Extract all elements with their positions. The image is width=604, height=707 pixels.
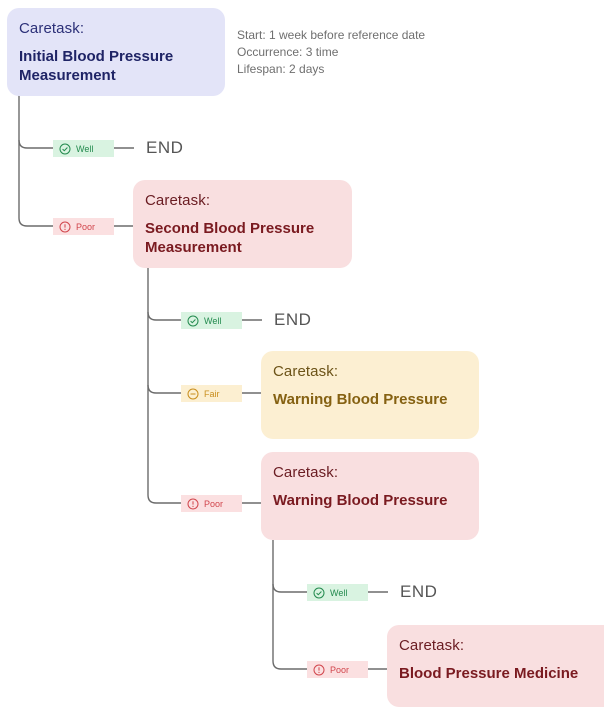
lifespan-info: Lifespan: 2 days <box>237 62 325 76</box>
check-circle-icon <box>187 315 199 326</box>
caretask-initial-meta: Start: 1 week before reference date Occu… <box>237 27 425 78</box>
outcome-badge-poor[interactable]: Poor <box>181 495 242 512</box>
caretask-label: Caretask: <box>19 20 85 37</box>
end-label: END <box>274 310 312 329</box>
start-info: Start: 1 week before reference date <box>237 28 426 42</box>
end-label: END <box>146 138 184 157</box>
caretask-title: Second Blood Pressure Measurement <box>145 220 315 256</box>
end-label: END <box>400 582 438 601</box>
alert-circle-icon <box>187 498 199 509</box>
caretask-warning-poor-card[interactable]: Caretask: Warning Blood Pressure <box>261 452 479 540</box>
caretask-label: Caretask: <box>273 464 339 481</box>
occurrence-info: Occurrence: 3 time <box>237 45 339 59</box>
caretask-label: Caretask: <box>273 363 339 380</box>
caretask-medicine-card[interactable]: Caretask: Blood Pressure Medicine <box>387 625 604 707</box>
alert-circle-icon <box>59 221 71 232</box>
caretask-title: Initial Blood Pressure Measurement <box>19 48 174 84</box>
minus-circle-icon <box>187 388 199 399</box>
badge-label: Well <box>76 143 94 154</box>
caretask-label: Caretask: <box>399 637 465 654</box>
caretask-title: Warning Blood Pressure <box>273 492 448 509</box>
outcome-badge-fair[interactable]: Fair <box>181 385 242 402</box>
caretask-label: Caretask: <box>145 192 211 209</box>
outcome-badge-well[interactable]: Well <box>181 312 242 329</box>
badge-label: Well <box>330 587 348 598</box>
badge-label: Fair <box>204 388 220 399</box>
outcome-badge-poor[interactable]: Poor <box>53 218 114 235</box>
outcome-badge-poor[interactable]: Poor <box>307 661 368 678</box>
outcome-badge-well[interactable]: Well <box>307 584 368 601</box>
badge-label: Well <box>204 315 222 326</box>
caretask-second-card[interactable]: Caretask: Second Blood Pressure Measurem… <box>133 180 352 268</box>
caretask-warning-fair-card[interactable]: Caretask: Warning Blood Pressure <box>261 351 479 439</box>
caretask-initial-card[interactable]: Caretask: Initial Blood Pressure Measure… <box>7 8 225 96</box>
outcome-badge-well[interactable]: Well <box>53 140 114 157</box>
alert-circle-icon <box>313 664 325 675</box>
badge-label: Poor <box>204 498 224 509</box>
caretask-title: Blood Pressure Medicine <box>399 665 579 682</box>
check-circle-icon <box>59 143 71 154</box>
badge-label: Poor <box>330 664 350 675</box>
caretask-title: Warning Blood Pressure <box>273 391 448 408</box>
check-circle-icon <box>313 587 325 598</box>
badge-label: Poor <box>76 221 96 232</box>
